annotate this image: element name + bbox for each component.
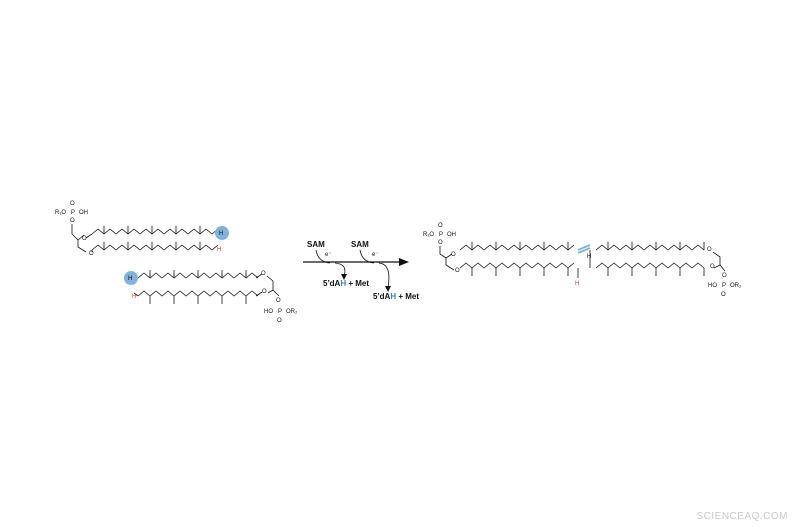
highlighted-double-bond: [577, 244, 591, 254]
isoprenoid-chain: [595, 242, 705, 251]
r2-label: OR₂: [730, 283, 742, 289]
sam-incoming-curve: [315, 249, 331, 264]
isoprenoid-chain: [137, 290, 259, 304]
highlight-circle: [215, 226, 229, 240]
oxygen-label: O: [707, 247, 712, 253]
substrate-2-headgroup: H H O O O HO P OR₂ O: [124, 271, 298, 324]
phosphorus-label: P: [278, 309, 282, 315]
product-left-headgroup: R₁O P OH O O O O H H: [423, 223, 591, 287]
phosphorus-label: P: [722, 283, 726, 289]
electron-label: e⁻: [372, 252, 379, 258]
sam-incoming-curve: [359, 249, 375, 264]
hydroxyl-label: OH: [447, 232, 456, 238]
oxygen-label: O: [722, 273, 727, 279]
oxygen-label: O: [276, 298, 281, 304]
oxygen-label: O: [82, 236, 87, 242]
oxygen-label: O: [451, 252, 456, 258]
electron-label: e⁻: [325, 252, 332, 258]
arrowhead: [341, 274, 347, 280]
chain-connector: [577, 250, 591, 278]
byproduct-curve: [378, 262, 390, 289]
oxygen-label: O: [438, 223, 443, 229]
highlight-circle: [124, 271, 138, 285]
isoprenoid-chain: [91, 242, 219, 251]
oxygen-label: O: [455, 268, 460, 274]
r1-label: R₁O: [423, 232, 434, 238]
phosphorus-label: P: [439, 232, 443, 238]
hydrogen-blue: H: [219, 231, 223, 237]
hydrogen-blue: H: [128, 276, 132, 282]
isoprenoid-chain: [459, 262, 575, 276]
ether-bonds: [85, 233, 263, 297]
hydroxyl-label: OH: [79, 210, 88, 216]
hydrogen-red: H: [132, 294, 136, 300]
byproduct-label: 5’dAH + Met: [323, 279, 369, 288]
r2-label: OR₂: [286, 309, 298, 315]
oxygen-label: O: [438, 240, 443, 246]
watermark: SCIENCEAQ.COM: [696, 511, 788, 522]
substrate-1-terminal-h: H H: [215, 226, 229, 253]
oxygen-label: O: [277, 318, 282, 324]
isoprenoid-chain: [91, 226, 219, 235]
reaction-arrow-group: SAM SAM e⁻ e⁻ 5’dAH + Met 5’dAH + Met: [303, 240, 419, 301]
isoprenoid-chain: [459, 242, 575, 251]
arrowhead: [385, 286, 391, 292]
hydrogen-red: H: [575, 281, 579, 287]
oxygen-label: O: [262, 289, 267, 295]
oxygen-label: O: [89, 251, 94, 257]
arrowhead: [399, 258, 409, 266]
oxygen-label: O: [721, 292, 726, 298]
hydroxyl-left-label: HO: [264, 309, 273, 315]
oxygen-label: O: [261, 271, 266, 277]
sam-label: SAM: [307, 240, 325, 249]
phosphorus-label: P: [71, 210, 75, 216]
isoprenoid-chain: [137, 270, 259, 279]
hydrogen-label: H: [587, 254, 591, 260]
r1-label: R₁O: [55, 210, 66, 216]
isoprenoid-chain: [595, 262, 705, 276]
hydroxyl-left-label: HO: [708, 283, 717, 289]
substrate-1-headgroup: R₁O P OH O O O O: [55, 201, 94, 257]
oxygen-label: O: [70, 201, 75, 207]
sam-label: SAM: [351, 240, 369, 249]
oxygen-label: O: [710, 264, 715, 270]
lipid-chains: [85, 226, 705, 304]
byproduct-label: 5’dAH + Met: [373, 292, 419, 301]
hydrogen-red: H: [217, 247, 221, 253]
product-right-headgroup: O O O HO P OR₂ O: [707, 247, 742, 298]
oxygen-label: O: [70, 218, 75, 224]
